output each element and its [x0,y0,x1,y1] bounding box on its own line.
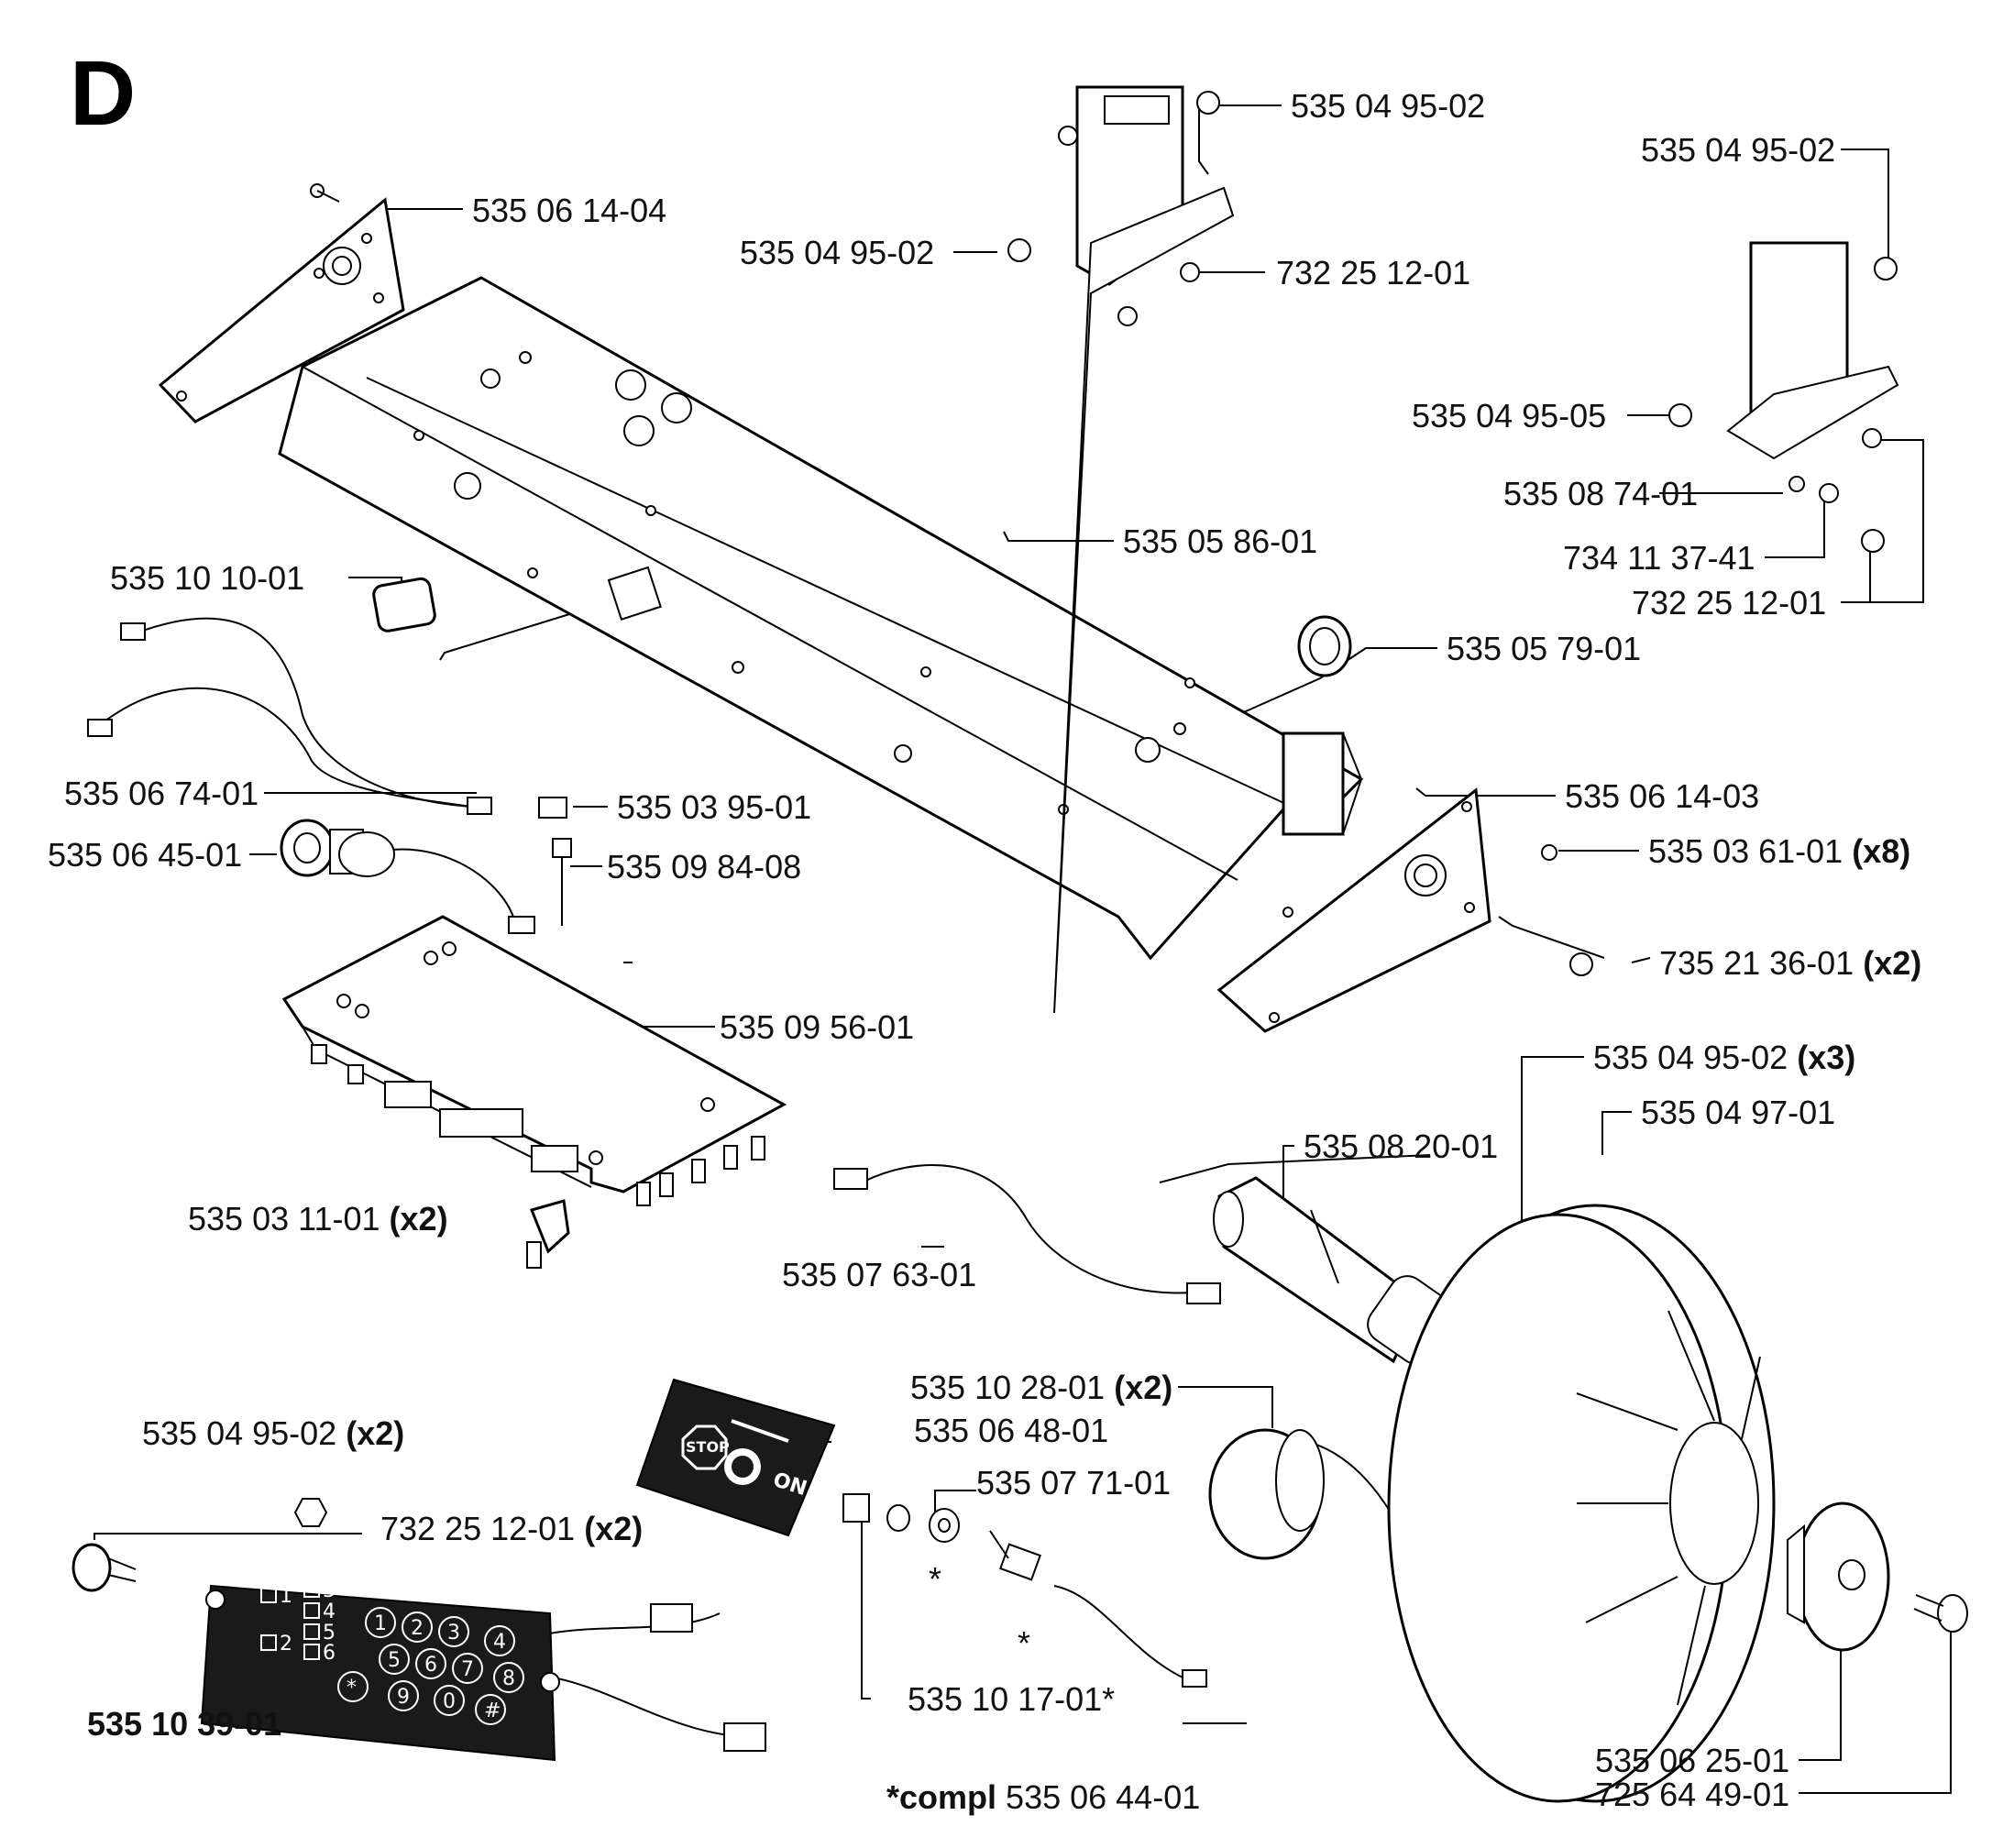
keypad-side-key-label: 5 [323,1622,336,1644]
keypad-key [438,1616,469,1647]
keypad-side-key [260,1634,277,1651]
pin-clip [538,797,572,926]
callout-535-04-95-02-right: 535 04 95-02 [1641,131,1836,169]
callout-535-07-63-01: 535 07 63-01 [782,1256,977,1293]
keypad-key [493,1662,524,1693]
buzzer [280,819,395,877]
keypad-side-key [303,1623,320,1640]
keypad-side-key-label: 6 [323,1642,336,1665]
main-housing [278,276,1364,961]
keypad-key [484,1625,515,1656]
callout-535-05-79-01: 535 05 79-01 [1447,630,1642,667]
motor-bracket-right [1668,241,1899,553]
callout-535-06-74-01: 535 06 74-01 [64,775,259,812]
callout-535-08-74-01: 535 08 74-01 [1503,475,1699,512]
callout-535-10-39-01: 535 10 39-01 [87,1705,282,1743]
callout-535-03-95-01: 535 03 95-01 [617,788,812,826]
keypad-key-label: 2 [411,1617,424,1640]
callout-535-04-95-02-top: 535 04 95-02 [1291,87,1486,125]
callout-535-06-25-01: 535 06 25-01 [1595,1742,1790,1779]
callout-732-25-12-01-right: 732 25 12-01 [1632,584,1827,622]
wheel-bolt [1913,1594,1968,1633]
grommet [1297,615,1352,677]
callout-732-25-12-01-top: 732 25 12-01 [1276,254,1471,292]
keypad-key-label: 0 [443,1690,456,1713]
callout-535-09-56-01: 535 09 56-01 [720,1008,915,1046]
keypad-key-label: 7 [461,1658,474,1681]
keypad-key [415,1648,446,1679]
end-plate-left [158,183,405,424]
keypad-key-label: 5 [388,1649,401,1672]
callout-725-64-49-01: 725 64 49-01 [1595,1776,1790,1813]
callout-535-04-95-05: 535 04 95-05 [1412,397,1607,434]
keypad-side-key-label: 4 [323,1600,336,1623]
callout-535-10-17-01: 535 10 17-01* [908,1680,1116,1718]
wheel [1387,1204,1776,1803]
board-clip [526,1199,570,1269]
asterisk-mark: * [929,1560,942,1598]
callout-535-06-14-04: 535 06 14-04 [472,192,667,229]
callout-535-06-48-01: 535 06 48-01 [914,1412,1109,1449]
keypad-key [434,1685,465,1716]
keypad-key [365,1607,396,1638]
stop-on-decal: STOP ON [635,1378,836,1537]
callout-535-04-95-02-x2: 535 04 95-02 (x2) [142,1414,405,1452]
callout-535-05-86-01: 535 05 86-01 [1123,522,1318,560]
footnote: *compl 535 06 44-01 [886,1778,1201,1816]
keypad-key-label: 9 [397,1686,410,1709]
bushing [1208,1428,1325,1560]
keypad-side-key-label: 3 [323,1579,336,1602]
keypad-side-key [303,1581,320,1598]
keypad-key-label: * [347,1677,357,1700]
asterisk-mark: * [1018,1624,1031,1662]
toggle-switch-parts [842,1493,1041,1581]
keypad-key-label: 8 [502,1667,515,1690]
callout-535-04-95-02-left: 535 04 95-02 [740,234,935,271]
section-letter: D [70,42,137,145]
keypad-screw [72,1498,328,1592]
callout-535-04-97-01: 535 04 97-01 [1641,1094,1836,1131]
motor-bracket-top [1007,85,1235,1014]
keypad-side-key [303,1602,320,1619]
keypad-side-key-label: 2 [280,1633,292,1656]
keypad-key-label: 3 [447,1622,460,1644]
keypad-key [402,1612,433,1643]
keypad-key-label: 4 [493,1631,506,1654]
end-plate-right [1216,787,1593,1033]
cable-harness [87,617,1431,1688]
circuit-board [281,915,787,1206]
callout-535-06-14-03: 535 06 14-03 [1565,777,1760,815]
decal-stop-text: STOP [686,1438,730,1456]
keypad-key-label: 6 [424,1654,437,1677]
callout-734-11-37-41: 734 11 37-41 [1563,539,1755,577]
keypad-side-key [260,1587,277,1603]
callout-535-03-11-01: 535 03 11-01 (x2) [188,1200,448,1238]
callout-732-25-12-01-x2: 732 25 12-01 (x2) [380,1510,644,1547]
keypad [200,1584,766,1762]
callout-535-10-28-01: 535 10 28-01 (x2) [910,1369,1173,1406]
callout-535-04-95-02-x3: 535 04 95-02 (x3) [1593,1039,1856,1076]
switch-bezel [372,577,436,632]
keypad-key [475,1694,506,1725]
callout-735-21-36-01: 735 21 36-01 (x2) [1659,944,1922,982]
hub-cap [1787,1502,1890,1652]
keypad-key [337,1671,369,1702]
callout-535-10-10-01: 535 10 10-01 [110,559,305,597]
callout-535-09-84-08: 535 09 84-08 [607,848,802,886]
callout-535-03-61-01: 535 03 61-01 (x8) [1648,832,1911,870]
callout-535-06-45-01: 535 06 45-01 [48,836,243,874]
callout-535-07-71-01: 535 07 71-01 [976,1464,1172,1502]
keypad-key [379,1644,410,1675]
keypad-key [388,1680,419,1711]
keypad-key-label: 1 [374,1612,387,1635]
callout-535-08-20-01: 535 08 20-01 [1304,1128,1499,1165]
keypad-side-key-label: 1 [280,1585,292,1608]
keypad-side-key [303,1644,320,1660]
keypad-key-label: # [484,1700,501,1722]
keypad-key [452,1653,483,1684]
